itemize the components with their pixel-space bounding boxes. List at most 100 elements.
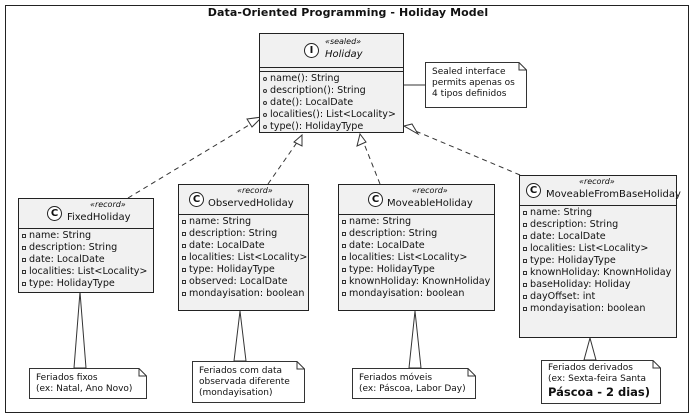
class-icon: C	[526, 183, 541, 198]
private-visibility-icon	[523, 283, 527, 287]
field-row: name: String	[182, 216, 308, 228]
field-row: type: HolidayType	[342, 264, 494, 276]
field-row: dayOffset: int	[523, 291, 676, 303]
note-shape	[29, 368, 147, 399]
holiday-interface[interactable]: I «sealed» Holiday name(): String descri…	[259, 33, 404, 133]
method-row: type(): HolidayType	[263, 121, 403, 133]
record-name: MoveableHoliday	[387, 198, 473, 209]
field-row: knownHoliday: KnownHoliday	[342, 276, 494, 288]
observed-holiday-note: Feriados com data observada diferente (m…	[192, 361, 305, 403]
note-emphasis-text: Páscoa - 2 dias)	[548, 385, 651, 399]
diagram-frame	[5, 5, 689, 413]
record-header: C «record» FixedHoliday	[19, 199, 153, 229]
interface-note-text: Sealed interface permits apenas os 4 tip…	[432, 67, 515, 99]
record-header: C «record» MoveableFromBaseHoliday	[520, 176, 681, 206]
field-row: mondayisation: boolean	[342, 288, 494, 300]
private-visibility-icon	[182, 268, 186, 272]
public-visibility-icon	[263, 125, 267, 129]
note-shape	[192, 361, 305, 403]
public-visibility-icon	[263, 101, 267, 105]
moveable-holiday-note: Feriados móveis (ex: Páscoa, Labor Day)	[352, 368, 476, 399]
field-row: localities: List<Locality>	[523, 243, 676, 255]
record-name: FixedHoliday	[67, 212, 131, 223]
field-row: observed: LocalDate	[182, 276, 308, 288]
field-row: localities: List<Locality>	[182, 252, 308, 264]
realization-arrow-fixed	[246, 116, 264, 128]
record-stereotype: «record»	[90, 200, 126, 209]
private-visibility-icon	[22, 234, 26, 238]
private-visibility-icon	[342, 268, 346, 272]
private-visibility-icon	[523, 235, 527, 239]
field-row: mondayisation: boolean	[182, 288, 308, 300]
field-row: localities: List<Locality>	[22, 266, 153, 278]
record-header: C «record» MoveableHoliday	[339, 185, 494, 215]
moveable-from-base-holiday-note-text: Feriados derivados (ex: Sexta-feira Sant…	[548, 363, 651, 399]
field-row: knownHoliday: KnownHoliday	[523, 267, 676, 279]
field-row: mondayisation: boolean	[523, 303, 676, 315]
private-visibility-icon	[182, 220, 186, 224]
class-icon: C	[189, 192, 204, 207]
note-link-moveable-base	[583, 337, 597, 361]
observed-holiday-record[interactable]: C «record» ObservedHoliday name: String …	[178, 184, 309, 311]
interface-method-list: name(): String description(): String dat…	[260, 72, 403, 133]
method-row: date(): LocalDate	[263, 97, 403, 109]
record-name: MoveableFromBaseHoliday	[546, 189, 681, 200]
realization-arrow-moveable	[356, 132, 367, 147]
diagram-title: Data-Oriented Programming - Holiday Mode…	[207, 6, 489, 19]
note-shape	[352, 368, 476, 399]
record-field-list: name: String description: String date: L…	[19, 229, 153, 290]
realization-line-moveable-base	[412, 129, 521, 176]
record-field-list: name: String description: String date: L…	[339, 215, 494, 300]
private-visibility-icon	[182, 280, 186, 284]
note-link-moveable	[408, 310, 422, 369]
field-row: type: HolidayType	[182, 264, 308, 276]
record-header: C «record» ObservedHoliday	[179, 185, 308, 215]
record-field-list: name: String description: String date: L…	[179, 215, 308, 300]
private-visibility-icon	[22, 258, 26, 262]
private-visibility-icon	[523, 307, 527, 311]
field-row: description: String	[22, 242, 153, 254]
record-stereotype: «record»	[237, 186, 273, 195]
moveable-from-base-holiday-record[interactable]: C «record» MoveableFromBaseHoliday name:…	[519, 175, 681, 338]
private-visibility-icon	[22, 282, 26, 286]
note-shape	[541, 360, 661, 404]
interface-attribute-section	[260, 68, 403, 72]
fixed-holiday-record[interactable]: C «record» FixedHoliday name: String des…	[18, 198, 154, 293]
field-row: date: LocalDate	[22, 254, 153, 266]
private-visibility-icon	[182, 256, 186, 260]
private-visibility-icon	[523, 211, 527, 215]
note-link-observed	[233, 310, 247, 362]
method-row: localities(): List<Locality>	[263, 109, 403, 121]
private-visibility-icon	[182, 292, 186, 296]
field-row: date: LocalDate	[523, 231, 676, 243]
private-visibility-icon	[523, 259, 527, 263]
private-visibility-icon	[523, 247, 527, 251]
field-row: name: String	[523, 207, 676, 219]
private-visibility-icon	[342, 292, 346, 296]
private-visibility-icon	[182, 232, 186, 236]
realization-line-moveable	[362, 140, 381, 185]
realization-line-observed	[267, 140, 299, 185]
field-row: localities: List<Locality>	[342, 252, 494, 264]
note-link-fixed	[73, 291, 87, 369]
field-row: name: String	[22, 230, 153, 242]
field-row: type: HolidayType	[523, 255, 676, 267]
fixed-holiday-note: Feriados fixos (ex: Natal, Ano Novo)	[29, 368, 147, 399]
field-row: name: String	[342, 216, 494, 228]
field-row: baseHoliday: Holiday	[523, 279, 676, 291]
field-row: description: String	[342, 228, 494, 240]
moveable-holiday-record[interactable]: C «record» MoveableHoliday name: String …	[338, 184, 495, 311]
private-visibility-icon	[182, 244, 186, 248]
class-icon: C	[368, 192, 383, 207]
private-visibility-icon	[22, 270, 26, 274]
holiday-interface-header: I «sealed» Holiday	[260, 34, 403, 68]
record-name: ObservedHoliday	[208, 198, 294, 209]
method-row: name(): String	[263, 73, 403, 85]
interface-note: Sealed interface permits apenas os 4 tip…	[425, 62, 527, 108]
private-visibility-icon	[22, 246, 26, 250]
method-row: description(): String	[263, 85, 403, 97]
moveable-holiday-note-text: Feriados móveis (ex: Páscoa, Labor Day)	[359, 373, 466, 394]
field-row: date: LocalDate	[342, 240, 494, 252]
moveable-from-base-holiday-note: Feriados derivados (ex: Sexta-feira Sant…	[541, 360, 661, 404]
private-visibility-icon	[342, 220, 346, 224]
